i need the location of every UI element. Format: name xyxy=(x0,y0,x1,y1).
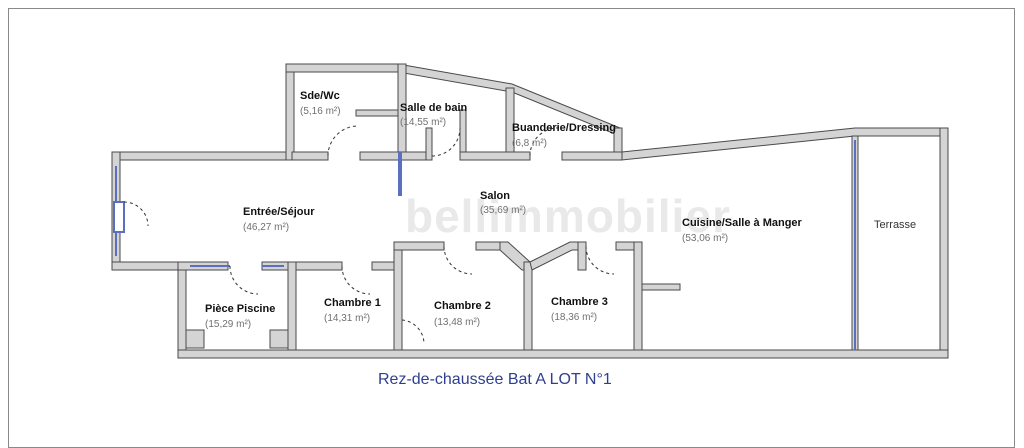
wall-ch3-stub xyxy=(577,241,587,271)
room-name-piscine: Pièce Piscine xyxy=(205,303,275,315)
wall-sdb-stub3 xyxy=(425,127,433,161)
piscine-pillar-left xyxy=(185,329,205,349)
wall-top-left xyxy=(111,151,293,161)
door-swing-sdb xyxy=(431,127,461,157)
door-swing-sde xyxy=(327,125,359,157)
room-name-salon: Salon xyxy=(480,190,510,202)
wall-sde-bottom-b xyxy=(359,151,427,161)
room-name-chambre2: Chambre 2 xyxy=(434,300,491,312)
wall-ch2-top-a xyxy=(393,241,445,251)
room-name-entree: Entrée/Séjour xyxy=(243,206,315,218)
door-swings xyxy=(123,125,615,345)
window-entrance-frame xyxy=(113,201,125,233)
door-swing-ch2 xyxy=(443,245,473,275)
window-salon-top xyxy=(398,152,402,196)
room-area-buanderie: (6,8 m²) xyxy=(512,138,547,149)
wall-ch3-right xyxy=(633,241,643,357)
door-swing-ch2-side xyxy=(401,319,425,345)
wall-ch1-ch2 xyxy=(393,241,403,355)
room-area-piscine: (15,29 m²) xyxy=(205,319,251,330)
room-area-chambre1: (14,31 m²) xyxy=(324,313,370,324)
room-area-sdb: (14,55 m²) xyxy=(400,117,446,128)
door-swing-ch3 xyxy=(585,245,615,275)
plan-caption: Rez-de-chaussée Bat A LOT N°1 xyxy=(378,371,612,388)
piscine-pillar-right xyxy=(269,329,289,349)
room-labels: Sde/Wc (5,16 m²) Salle de bain (14,55 m²… xyxy=(205,90,916,330)
wall-piscine-right xyxy=(287,261,297,359)
room-name-sde: Sde/Wc xyxy=(300,90,340,102)
wall-sde-bottom-a xyxy=(291,151,329,161)
floor-plan: bellimmobilier xyxy=(111,63,949,388)
wall-piscine-left xyxy=(177,261,187,359)
wall-buanderie-bottom xyxy=(561,151,623,161)
wall-ch1-top-a xyxy=(295,261,343,271)
room-name-buanderie: Buanderie/Dressing xyxy=(512,122,616,134)
wall-sdb-stub xyxy=(355,109,399,117)
door-swing-entrance xyxy=(123,201,149,227)
room-area-entree: (46,27 m²) xyxy=(243,222,289,233)
wall-sdb-bottom xyxy=(459,151,531,161)
wall-cuisine-stub xyxy=(641,283,681,291)
wall-bottom xyxy=(177,349,949,359)
room-name-terrasse: Terrasse xyxy=(874,219,916,231)
windows xyxy=(113,140,856,350)
room-name-cuisine: Cuisine/Salle à Manger xyxy=(682,217,803,229)
door-swing-ch1 xyxy=(341,265,371,295)
wall-right xyxy=(939,127,949,359)
room-name-chambre1: Chambre 1 xyxy=(324,297,381,309)
room-area-chambre3: (18,36 m²) xyxy=(551,312,597,323)
door-swing-piscine xyxy=(229,265,259,295)
room-area-sde: (5,16 m²) xyxy=(300,106,341,117)
wall-cuisine-top xyxy=(621,127,947,161)
wall-entree-bottom xyxy=(111,261,185,271)
room-area-salon: (35,69 m²) xyxy=(480,205,526,216)
wall-sde-left xyxy=(285,63,295,161)
wall-ch2-ch3 xyxy=(523,261,533,357)
room-name-sdb: Salle de bain xyxy=(400,102,468,114)
watermark-text: bellimmobilier xyxy=(405,190,731,242)
room-name-chambre3: Chambre 3 xyxy=(551,296,608,308)
room-area-cuisine: (53,06 m²) xyxy=(682,233,728,244)
floor-plan-stage: bellimmobilier xyxy=(8,8,1015,448)
wall-sde-top xyxy=(285,63,403,73)
room-area-chambre2: (13,48 m²) xyxy=(434,317,480,328)
